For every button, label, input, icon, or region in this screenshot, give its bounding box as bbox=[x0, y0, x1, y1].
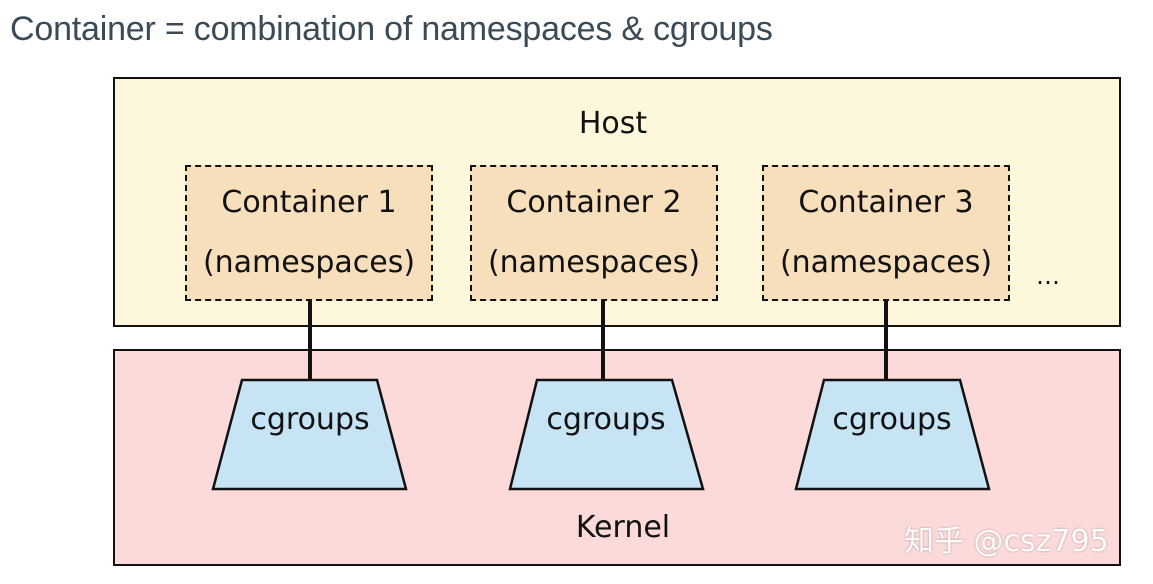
container-3-namespaces: (namespaces) bbox=[779, 245, 993, 280]
more-containers-ellipsis: … bbox=[1036, 262, 1060, 290]
cgroup-3-label: cgroups bbox=[832, 402, 952, 437]
host-label: Host bbox=[578, 106, 648, 141]
cgroup-2-label: cgroups bbox=[546, 402, 666, 437]
container-2-namespaces: (namespaces) bbox=[487, 245, 701, 280]
watermark: 知乎 @csz795 bbox=[904, 524, 1109, 559]
container-1-name: Container 1 bbox=[221, 185, 397, 220]
page-title: Container = combination of namespaces & … bbox=[10, 10, 773, 48]
container-3-name: Container 3 bbox=[798, 185, 974, 220]
container-1-box: Container 1 (namespaces) bbox=[185, 165, 433, 301]
container-3-box: Container 3 (namespaces) bbox=[762, 165, 1010, 301]
container-2-name: Container 2 bbox=[506, 185, 682, 220]
container-2-box: Container 2 (namespaces) bbox=[470, 165, 718, 301]
cgroup-1-label: cgroups bbox=[250, 402, 370, 437]
kernel-label: Kernel bbox=[575, 510, 671, 545]
container-1-namespaces: (namespaces) bbox=[202, 245, 416, 280]
